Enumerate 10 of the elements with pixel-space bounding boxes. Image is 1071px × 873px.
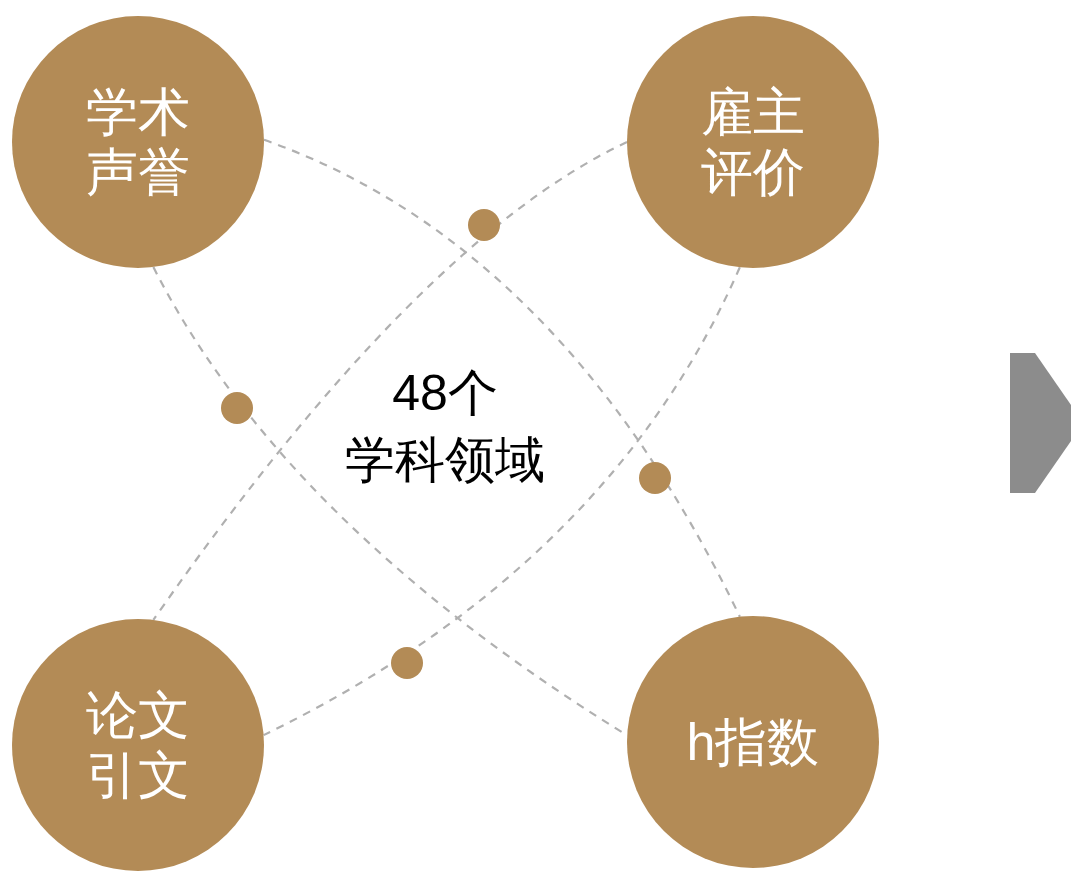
node-label: 学术声誉 <box>85 82 191 202</box>
node-label: h指数 <box>685 712 821 772</box>
node-label: 论文引文 <box>85 685 191 805</box>
dashed-connector <box>263 138 741 618</box>
chevron-shape <box>1010 353 1071 493</box>
dashed-connector <box>152 141 628 621</box>
center-label: 48个 <box>391 364 499 422</box>
node-label: 雇主评价 <box>700 82 806 202</box>
dashed-connector <box>263 266 741 737</box>
center-label: 学科领域 <box>344 431 546 489</box>
